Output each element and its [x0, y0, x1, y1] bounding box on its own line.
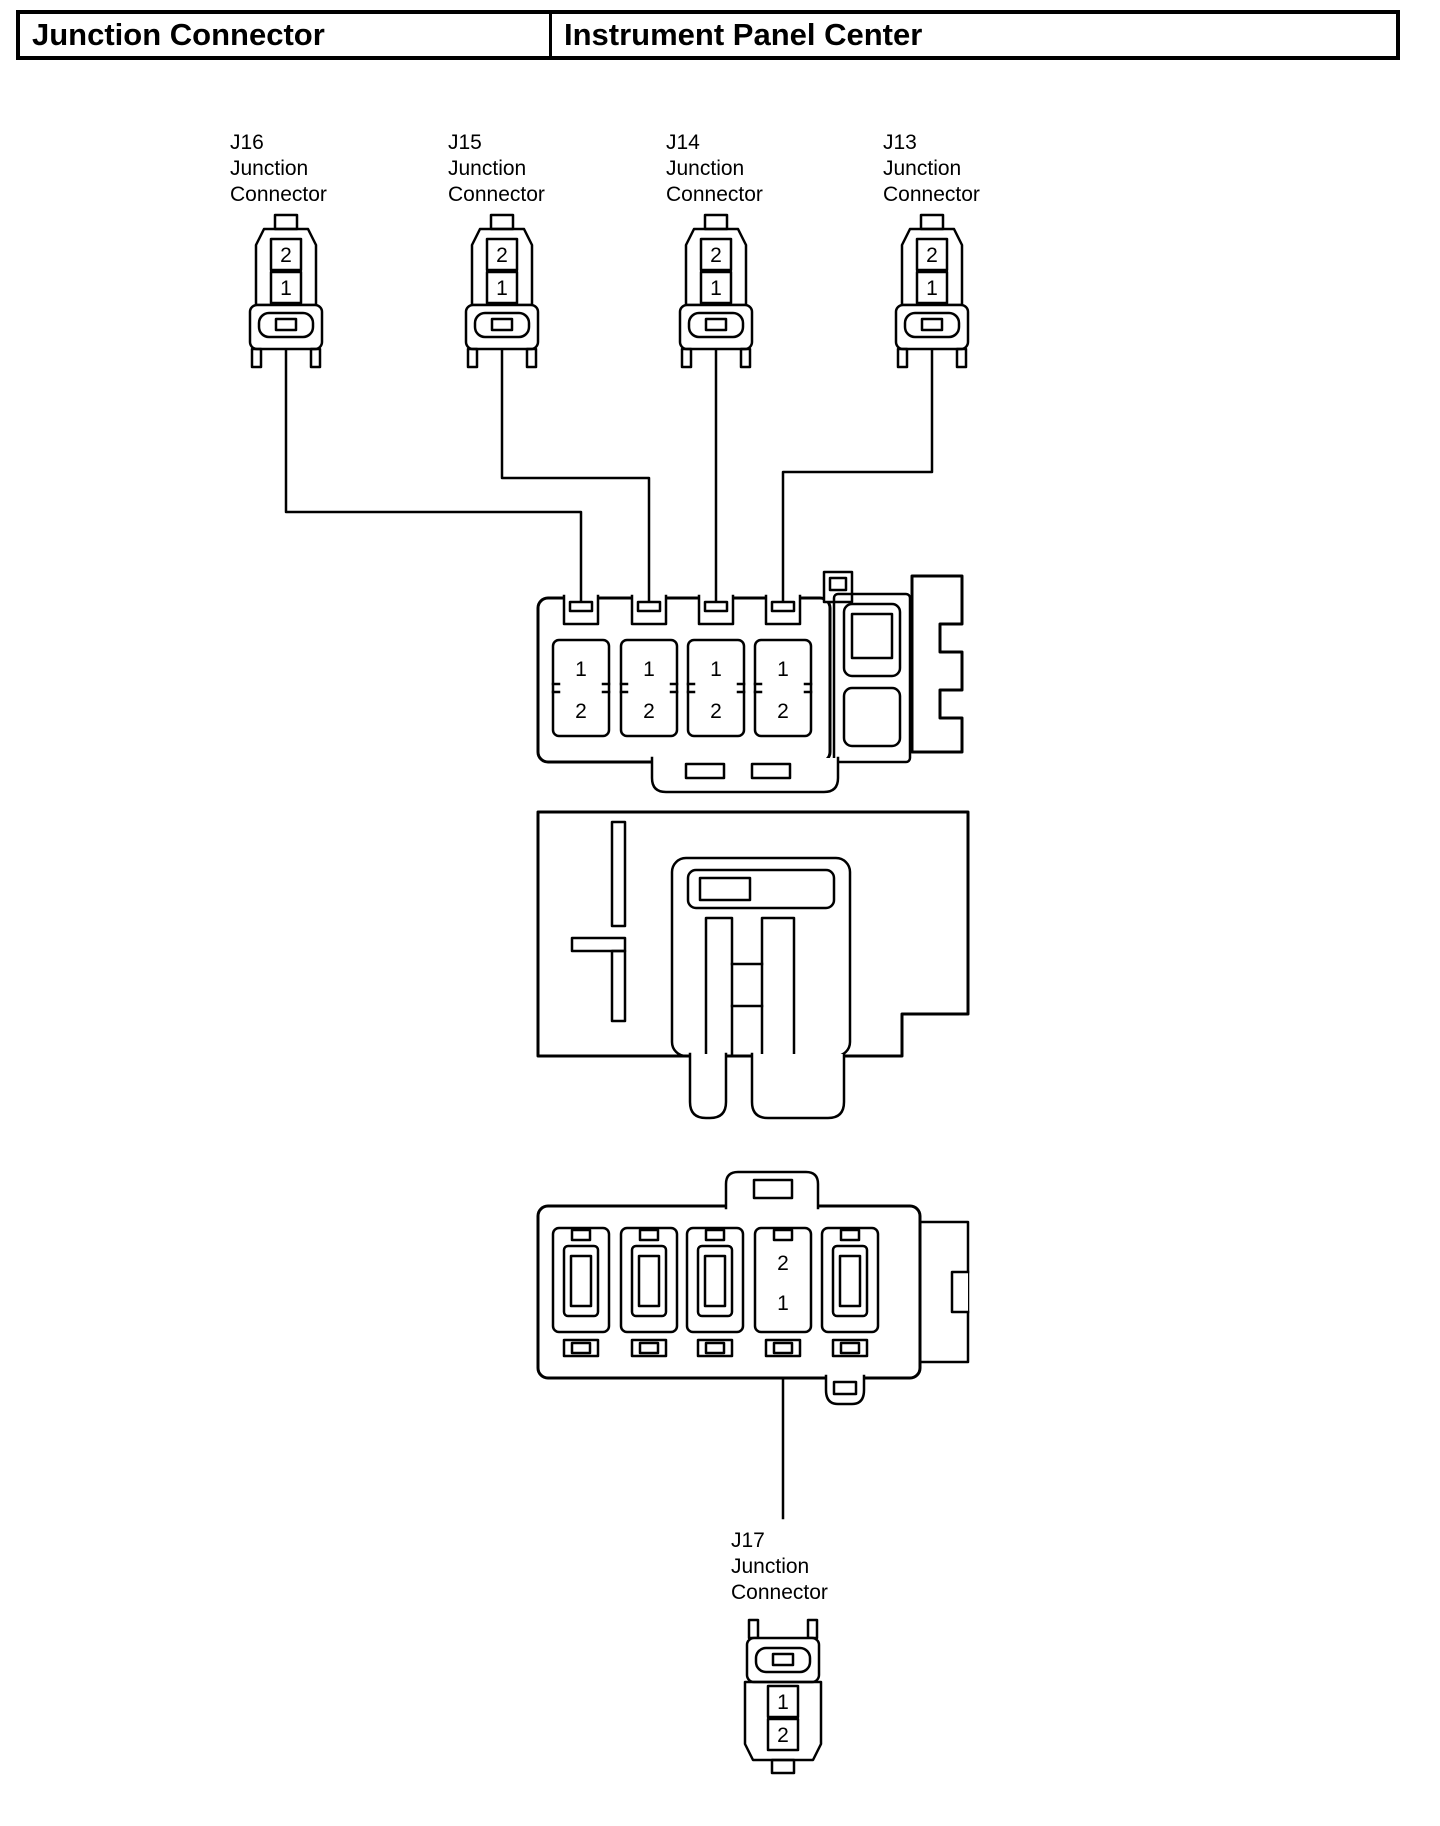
block2-lock-slot: [696, 1338, 734, 1358]
connector-wires: [284, 348, 934, 1520]
connector-id: J17: [731, 1529, 765, 1552]
block2-cavity-2: [619, 1226, 679, 1334]
connector-block-top: [536, 570, 964, 794]
block2-cavity-4-j17: 2 1: [753, 1226, 813, 1334]
block2-cavity-1: [551, 1226, 611, 1334]
block2-cavity-5: [820, 1226, 880, 1334]
j16-connector-symbol: [248, 213, 324, 369]
connector-type-line: Junction: [883, 157, 962, 180]
connector-type-line: Junction: [731, 1555, 810, 1578]
connector-type-line: Connector: [666, 183, 763, 206]
j13-connector-symbol: [894, 213, 970, 369]
wire-j16-to-block: [284, 348, 583, 602]
block1-cavity-1: [551, 638, 611, 738]
pin-number: 2: [777, 1724, 789, 1747]
connector-id: J13: [883, 131, 917, 154]
j14-connector-symbol: [678, 213, 754, 369]
block1-cavity-3: [686, 638, 746, 738]
connector-type-line: Connector: [731, 1581, 828, 1604]
label-j17: J17 Junction Connector: [731, 1528, 828, 1606]
connector-type-line: Connector: [448, 183, 545, 206]
wire-j15-to-block: [500, 348, 651, 602]
block1-cavity-2: [619, 638, 679, 738]
connector-type-line: Junction: [230, 157, 309, 180]
pin-number: 1: [777, 1691, 789, 1714]
label-j16: J16 Junction Connector: [230, 130, 327, 208]
label-j14: J14 Junction Connector: [666, 130, 763, 208]
j17-connector-symbol: 1 2: [743, 1618, 823, 1775]
connector-type-line: Junction: [448, 157, 527, 180]
pin-number: 1: [777, 1292, 789, 1315]
connector-type-line: Junction: [666, 157, 745, 180]
block2-cavity-3: [685, 1226, 745, 1334]
block2-lock-slot: [630, 1338, 668, 1358]
pin-number: 2: [777, 1252, 789, 1275]
j15-connector-symbol: [464, 213, 540, 369]
diagram-header: Junction Connector Instrument Panel Cent…: [16, 10, 1400, 60]
connector-id: J15: [448, 131, 482, 154]
header-right-title: Instrument Panel Center: [564, 17, 923, 52]
block2-lock-slot: [831, 1338, 869, 1358]
header-left-title: Junction Connector: [20, 14, 552, 56]
label-j15: J15 Junction Connector: [448, 130, 545, 208]
block2-lock-slot: [562, 1338, 600, 1358]
label-j13: J13 Junction Connector: [883, 130, 980, 208]
wire-j13-to-block: [781, 348, 934, 602]
block1-cavity-4: [753, 638, 813, 738]
connector-id: J16: [230, 131, 264, 154]
connector-id: J14: [666, 131, 700, 154]
connector-block-bottom: 2 1: [536, 1170, 970, 1406]
block2-lock-slot: [764, 1338, 802, 1358]
connector-block-middle: [536, 810, 970, 1120]
connector-type-line: Connector: [883, 183, 980, 206]
connector-type-line: Connector: [230, 183, 327, 206]
